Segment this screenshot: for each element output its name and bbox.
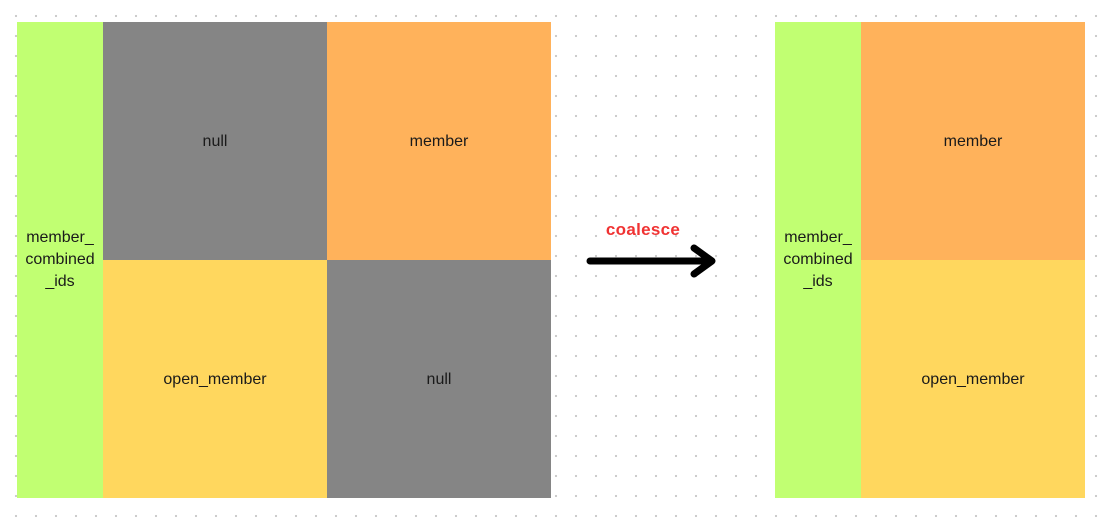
left-cell-bottom-left: open_member bbox=[103, 260, 327, 498]
left-id-line-3: _ids bbox=[45, 273, 75, 290]
left-cell-top-left-label: null bbox=[202, 133, 228, 150]
right-arrow-icon bbox=[586, 244, 716, 278]
left-cell-bottom-left-label: open_member bbox=[163, 371, 267, 388]
coalesce-label: coalesce bbox=[605, 220, 681, 239]
right-cell-bottom-label: open_member bbox=[921, 371, 1025, 388]
left-cell-top-right: member bbox=[327, 22, 551, 260]
left-cell-top-left: null bbox=[103, 22, 327, 260]
right-cell-top-label: member bbox=[943, 133, 1003, 150]
left-id-line-2: combined bbox=[25, 251, 95, 268]
right-cell-bottom: open_member bbox=[861, 260, 1085, 498]
left-cell-bottom-right-label: null bbox=[426, 371, 452, 388]
left-cell-top-right-label: member bbox=[409, 133, 469, 150]
left-id-line-1: member_ bbox=[26, 229, 94, 246]
right-cell-top: member bbox=[861, 22, 1085, 260]
left-id-column: member_ combined _ids bbox=[17, 22, 103, 498]
right-id-line-1: member_ bbox=[784, 229, 852, 246]
right-id-line-3: _ids bbox=[803, 273, 833, 290]
left-cell-bottom-right: null bbox=[327, 260, 551, 498]
right-id-column: member_ combined _ids bbox=[775, 22, 861, 498]
right-id-line-2: combined bbox=[783, 251, 853, 268]
